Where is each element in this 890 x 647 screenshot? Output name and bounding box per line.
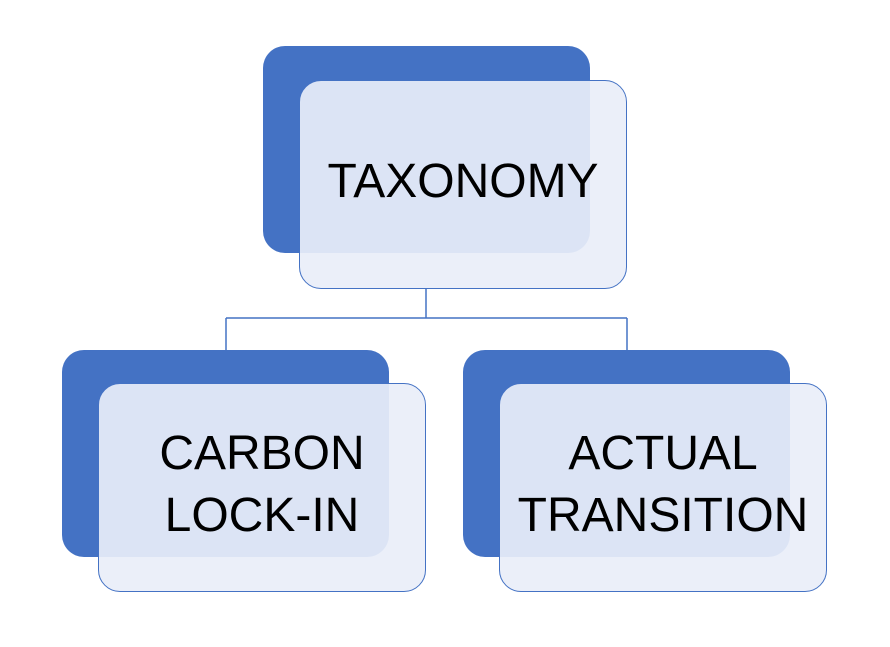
child-node-left-label-line-2: LOCK-IN xyxy=(164,488,360,542)
child-node-left-label-line-1: CARBON xyxy=(159,426,365,480)
root-node-label: TAXONOMY xyxy=(299,80,627,289)
child-node-right-card xyxy=(499,383,827,592)
child-node-left-label: CARBON LOCK-IN xyxy=(98,383,426,592)
child-node-left-card xyxy=(98,383,426,592)
child-node-right-label-line-2: TRANSITION xyxy=(517,488,809,542)
child-node-right-label-line-1: ACTUAL xyxy=(568,426,758,480)
child-node-right-label: ACTUAL TRANSITION xyxy=(499,383,827,592)
root-node-card xyxy=(299,80,627,289)
root-node-label-line-1: TAXONOMY xyxy=(327,154,599,208)
